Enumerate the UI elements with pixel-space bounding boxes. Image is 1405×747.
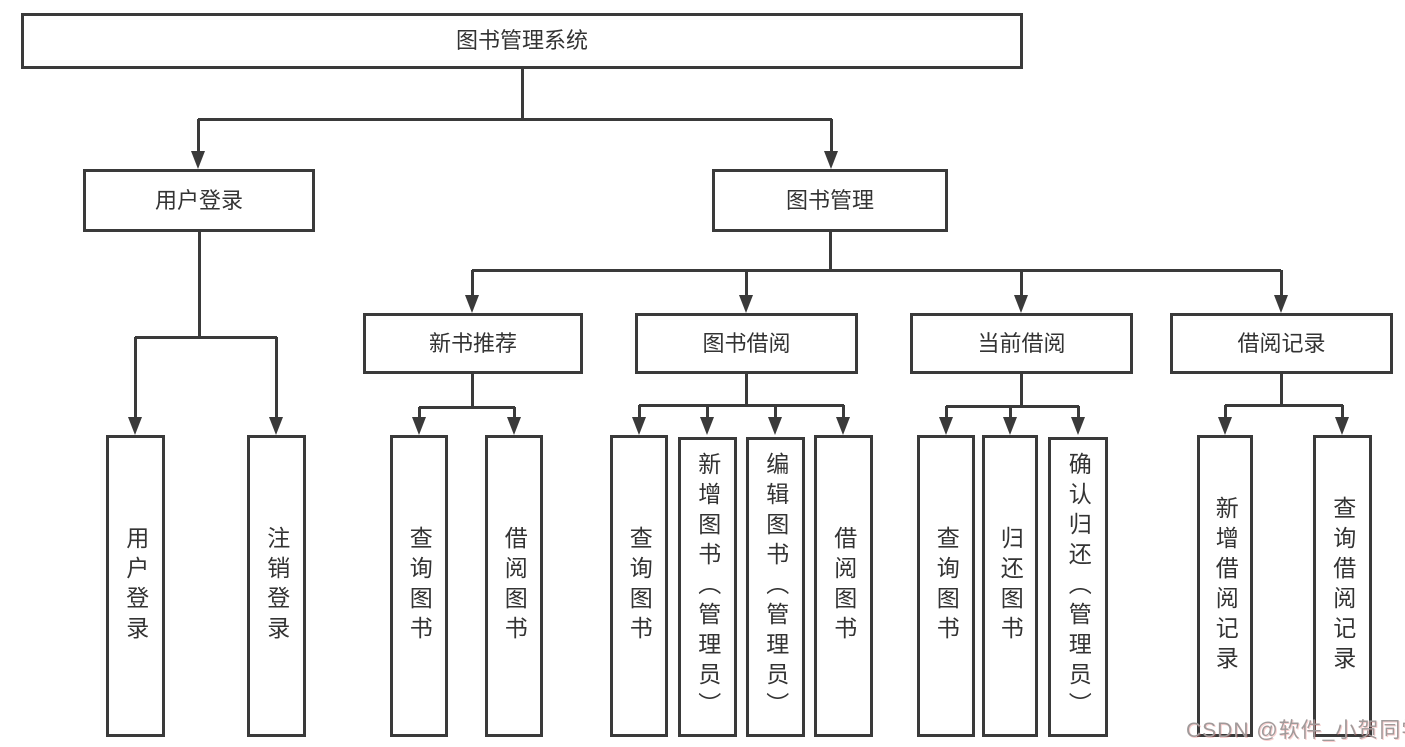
- connector-line: [197, 119, 200, 153]
- node-leaf-bb-query-books: 查询图书: [610, 435, 668, 737]
- arrow-down-icon: [1274, 295, 1288, 313]
- arrow-down-icon: [939, 417, 953, 435]
- node-leaf-cb-confirm-return-admin: 确认归还（管理员）: [1048, 437, 1108, 737]
- arrow-down-icon: [507, 417, 521, 435]
- node-leaf-logout: 注销登录: [247, 435, 306, 737]
- connector-line: [134, 337, 137, 419]
- connector-line: [1020, 270, 1023, 298]
- connector-line: [135, 336, 277, 339]
- arrow-down-icon: [824, 151, 838, 169]
- node-leaf-user-login: 用户登录: [106, 435, 165, 737]
- connector-line: [198, 118, 832, 121]
- node-leaf-bb-edit-books-admin: 编辑图书（管理员）: [746, 437, 805, 737]
- connector-line: [1009, 406, 1012, 419]
- connector-line: [745, 374, 748, 406]
- arrow-down-icon: [700, 417, 714, 435]
- connector-line: [1280, 374, 1283, 406]
- connector-line: [472, 269, 1281, 272]
- node-leaf-cb-query-books: 查询图书: [917, 435, 975, 737]
- arrow-down-icon: [412, 417, 426, 435]
- connector-line: [1224, 405, 1227, 419]
- connector-line: [275, 337, 278, 419]
- node-root: 图书管理系统: [21, 13, 1023, 69]
- node-leaf-nb-borrow-books: 借阅图书: [485, 435, 543, 737]
- node-user-login: 用户登录: [83, 169, 315, 232]
- connector-line: [1341, 405, 1344, 419]
- arrow-down-icon: [836, 417, 850, 435]
- connector-line: [1077, 406, 1080, 419]
- arrow-down-icon: [1335, 417, 1349, 435]
- connector-line: [774, 405, 777, 419]
- node-book-borrowing: 图书借阅: [635, 313, 858, 374]
- connector-line: [521, 69, 524, 120]
- connector-line: [946, 405, 1079, 408]
- connector-line: [745, 270, 748, 298]
- arrow-down-icon: [1003, 417, 1017, 435]
- connector-line: [1280, 270, 1283, 298]
- connector-line: [842, 405, 845, 419]
- arrow-down-icon: [1014, 295, 1028, 313]
- connector-line: [198, 232, 201, 338]
- node-borrowing-records: 借阅记录: [1170, 313, 1393, 374]
- connector-line: [513, 407, 516, 420]
- connector-line: [829, 232, 832, 271]
- connector-line: [638, 405, 641, 419]
- node-current-borrowing: 当前借阅: [910, 313, 1133, 374]
- arrow-down-icon: [1218, 417, 1232, 435]
- node-leaf-cb-return-books: 归还图书: [982, 435, 1038, 737]
- connector-line: [1225, 404, 1343, 407]
- connector-line: [945, 406, 948, 419]
- node-leaf-nb-query-books: 查询图书: [390, 435, 448, 737]
- arrow-down-icon: [269, 417, 283, 435]
- connector-line: [471, 374, 474, 408]
- connector-line: [419, 406, 515, 409]
- node-leaf-br-query-record: 查询借阅记录: [1313, 435, 1372, 737]
- node-leaf-br-add-record: 新增借阅记录: [1197, 435, 1253, 737]
- connector-line: [830, 119, 833, 153]
- node-book-management: 图书管理: [712, 169, 948, 232]
- arrow-down-icon: [191, 151, 205, 169]
- csdn-watermark: CSDN @软件_小贺同学: [1186, 719, 1405, 742]
- arrow-down-icon: [739, 295, 753, 313]
- connector-line: [639, 404, 844, 407]
- node-new-book-recommend: 新书推荐: [363, 313, 583, 374]
- arrow-down-icon: [1071, 417, 1085, 435]
- arrow-down-icon: [768, 417, 782, 435]
- connector-line: [418, 407, 421, 420]
- arrow-down-icon: [632, 417, 646, 435]
- connector-line: [1020, 374, 1023, 407]
- node-leaf-bb-borrow-books: 借阅图书: [814, 435, 873, 737]
- arrow-down-icon: [128, 417, 142, 435]
- node-leaf-bb-add-books-admin: 新增图书（管理员）: [678, 437, 737, 737]
- connector-line: [471, 270, 474, 298]
- connector-line: [706, 405, 709, 419]
- arrow-down-icon: [465, 295, 479, 313]
